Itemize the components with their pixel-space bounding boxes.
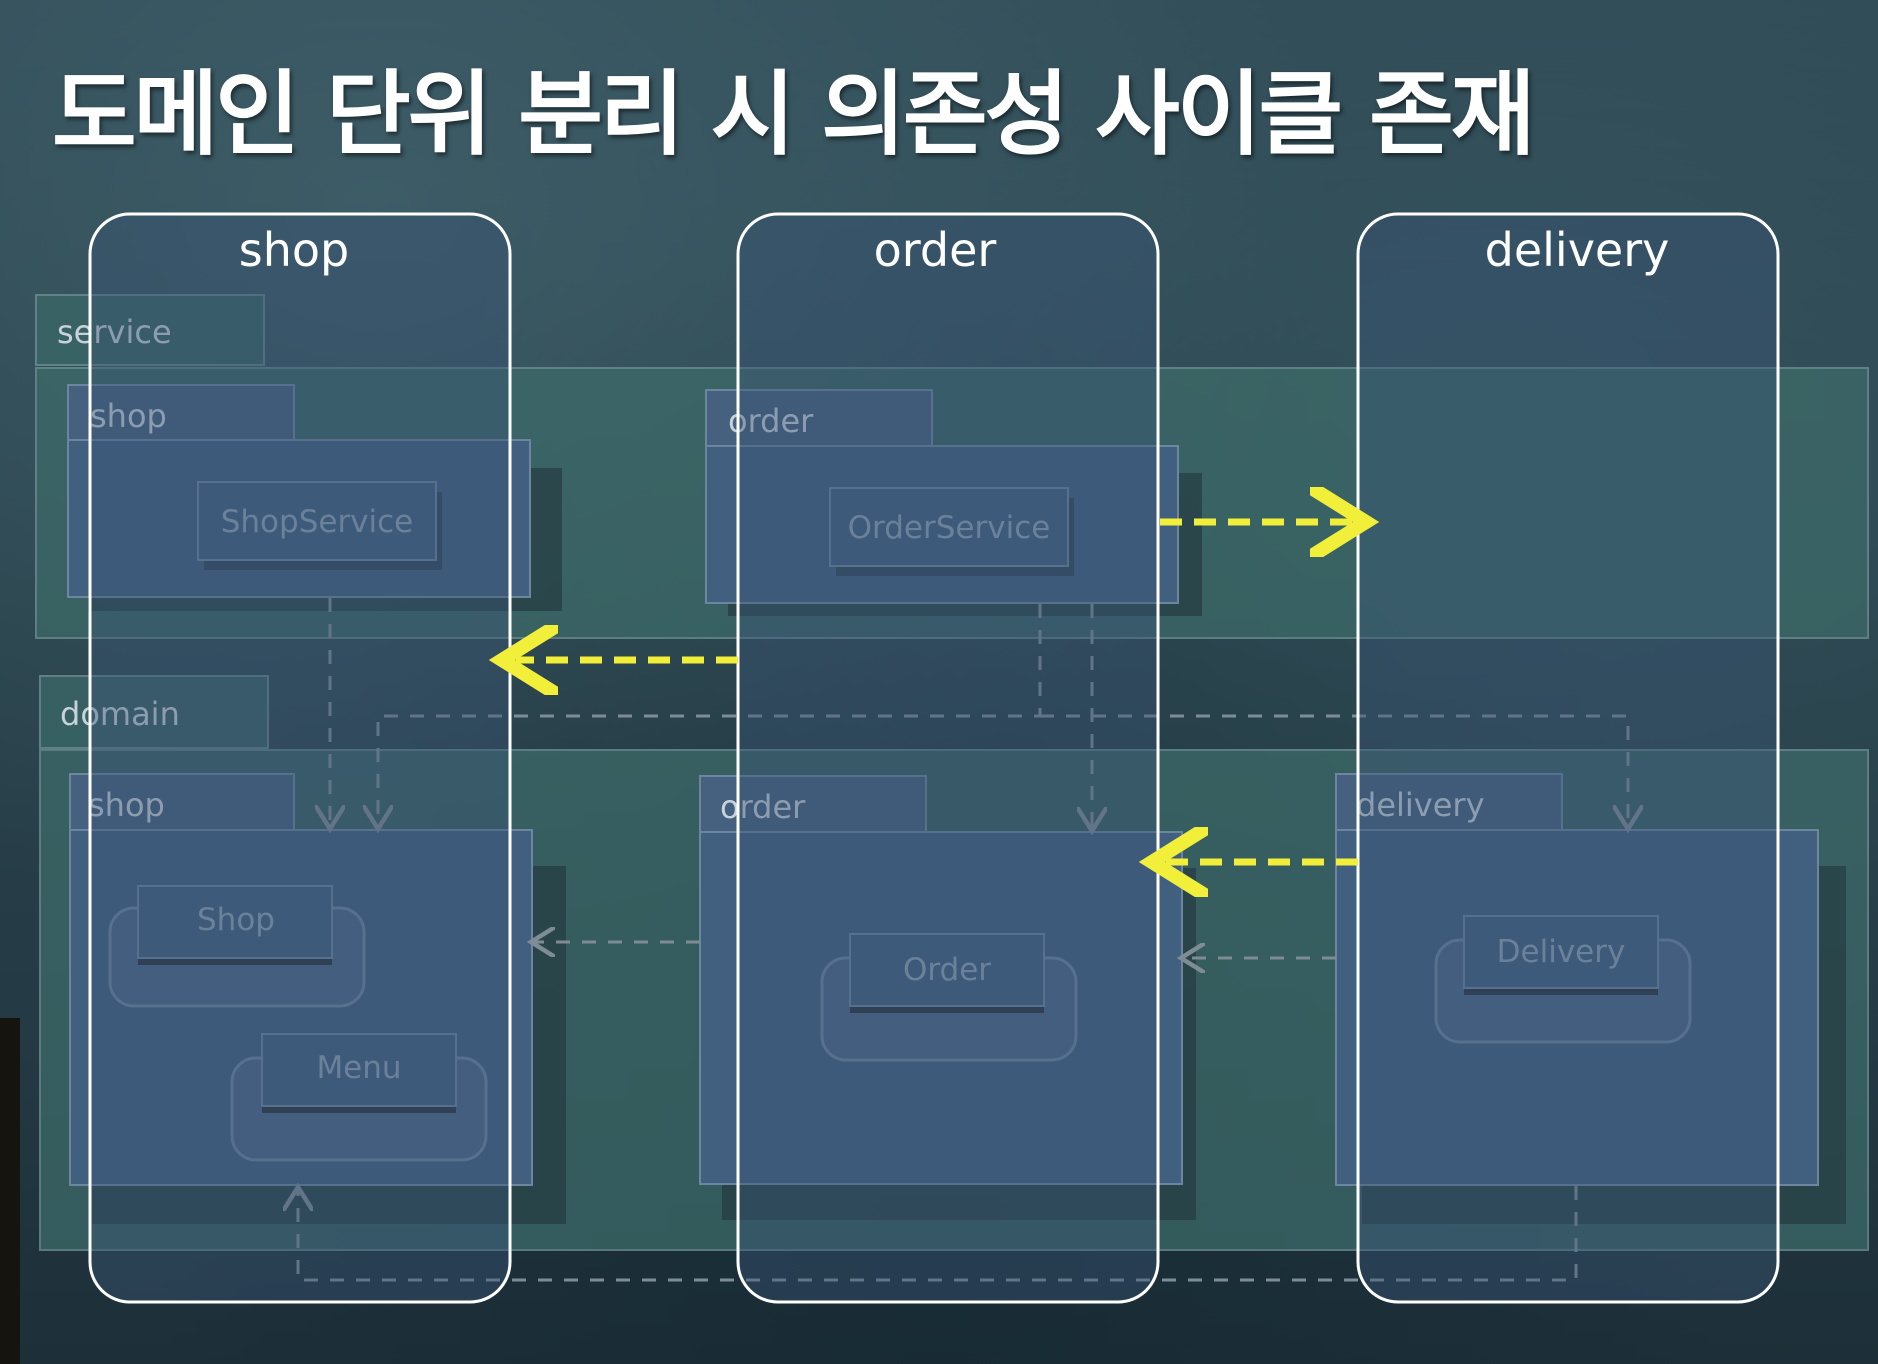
class-box — [1463, 915, 1659, 989]
column-order — [736, 212, 1160, 1304]
service-shop-package: shop ShopService — [67, 384, 562, 611]
domain-shop-package: shop Shop Menu — [69, 773, 566, 1224]
cycle-arrows — [516, 522, 1358, 862]
column-label-shop: shop — [239, 223, 349, 277]
class-label: Delivery — [1497, 934, 1626, 970]
gray-dependency-arrows — [298, 598, 1628, 1282]
package-tab-label: delivery — [1356, 786, 1485, 824]
class-box — [137, 885, 333, 959]
service-layer-tab — [35, 294, 265, 366]
service-order-package: order OrderService — [705, 389, 1202, 616]
package-tab — [1335, 773, 1563, 831]
class-label: OrderService — [848, 510, 1051, 546]
dependency-arrow — [378, 604, 1042, 826]
dependency-arrow — [1040, 714, 1628, 826]
left-edge-strip — [0, 1018, 20, 1364]
column-label-order: order — [874, 223, 997, 277]
domain-delivery-package: delivery Delivery — [1335, 773, 1846, 1224]
service-layer-label: service — [57, 313, 172, 351]
dependency-arrow — [298, 1186, 1578, 1282]
class-box — [261, 1033, 457, 1107]
package-tab-label: shop — [88, 786, 165, 824]
class-label: Menu — [316, 1050, 401, 1086]
domain-layer: domain shop Shop Menu order Order — [39, 675, 1869, 1251]
column-delivery — [1356, 212, 1780, 1304]
service-layer: service shop ShopService order OrderServ… — [35, 294, 1869, 639]
domain-layer-tab — [39, 675, 269, 749]
column-overlays: shop order delivery — [88, 212, 1780, 1304]
package-tab-label: shop — [90, 397, 167, 435]
class-box — [849, 933, 1045, 1007]
domain-order-package: order Order — [699, 775, 1196, 1220]
column-label-delivery: delivery — [1485, 223, 1670, 277]
class-box — [197, 481, 437, 561]
domain-layer-label: domain — [60, 695, 180, 733]
class-label: Order — [903, 952, 991, 988]
class-box — [829, 487, 1069, 567]
slide-title: 도메인 단위 분리 시 의존성 사이클 존재 — [52, 61, 1535, 168]
package-tab-label: order — [728, 402, 814, 440]
package-tab-label: order — [720, 788, 806, 826]
column-shop — [88, 212, 512, 1304]
class-label: Shop — [197, 902, 275, 938]
class-label: ShopService — [221, 504, 414, 540]
